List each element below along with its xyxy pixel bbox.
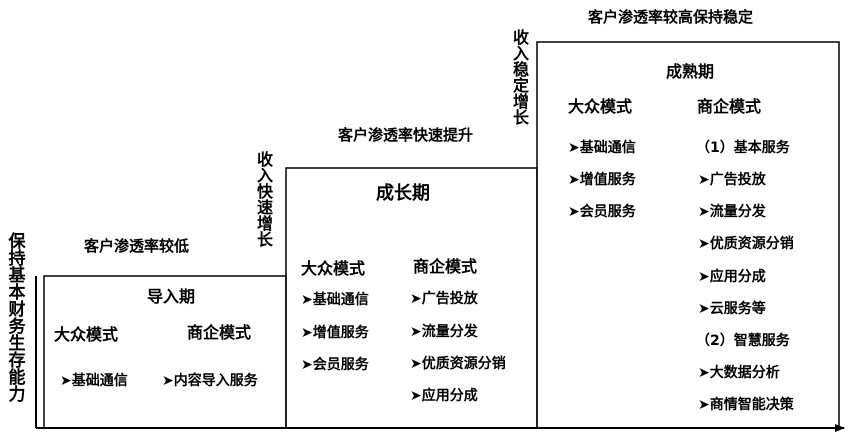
stage-title-maturity: 成熟期	[666, 62, 715, 81]
enterprise-item: ➤商情智能决策	[698, 397, 794, 413]
mass-item: ➤基础通信	[60, 373, 128, 389]
y-axis-label: 保持基本财务生存能力	[8, 232, 26, 405]
enterprise-mode-title-growth: 商企模式	[413, 257, 478, 276]
annotation-maturity: 客户渗透率较高保持稳定	[588, 8, 754, 26]
annotation-introduction: 客户渗透率较低	[84, 237, 190, 255]
enterprise-item: ➤应用分成	[698, 269, 766, 285]
mass-mode-title-maturity: 大众模式	[568, 97, 633, 116]
enterprise-item: （1）基本服务	[696, 140, 790, 156]
mass-mode-title-introduction: 大众模式	[54, 325, 119, 344]
mass-mode-title-growth: 大众模式	[301, 259, 366, 278]
enterprise-mode-title-introduction: 商企模式	[187, 323, 252, 342]
enterprise-item: ➤广告投放	[698, 172, 766, 188]
mass-item: ➤基础通信	[301, 292, 369, 308]
mass-item: ➤基础通信	[568, 140, 636, 156]
enterprise-item: ➤优质资源分销	[410, 356, 506, 372]
stage-box-maturity	[536, 41, 840, 429]
mass-item: ➤增值服务	[301, 325, 369, 341]
enterprise-item: ➤广告投放	[410, 291, 478, 307]
enterprise-item: ➤流量分发	[698, 204, 766, 220]
revenue-note-stable-growth: 收入稳定增长	[512, 28, 529, 127]
annotation-growth: 客户渗透率快速提升	[338, 126, 474, 144]
enterprise-item: ➤大数据分析	[698, 365, 780, 381]
revenue-note-fast-growth: 收入快速增长	[256, 150, 273, 249]
stage-title-growth: 成长期	[376, 183, 430, 204]
mass-item: ➤会员服务	[301, 357, 369, 373]
enterprise-item: ➤云服务等	[698, 301, 766, 317]
enterprise-item: ➤内容导入服务	[162, 373, 258, 389]
enterprise-item: ➤应用分成	[410, 388, 478, 404]
stage-title-introduction: 导入期	[147, 287, 196, 306]
enterprise-item: ➤流量分发	[410, 324, 478, 340]
enterprise-mode-title-maturity: 商企模式	[697, 97, 762, 116]
mass-item: ➤增值服务	[568, 172, 636, 188]
enterprise-item: ➤优质资源分销	[698, 236, 794, 252]
enterprise-item: （2）智慧服务	[696, 333, 790, 349]
mass-item: ➤会员服务	[568, 204, 636, 220]
